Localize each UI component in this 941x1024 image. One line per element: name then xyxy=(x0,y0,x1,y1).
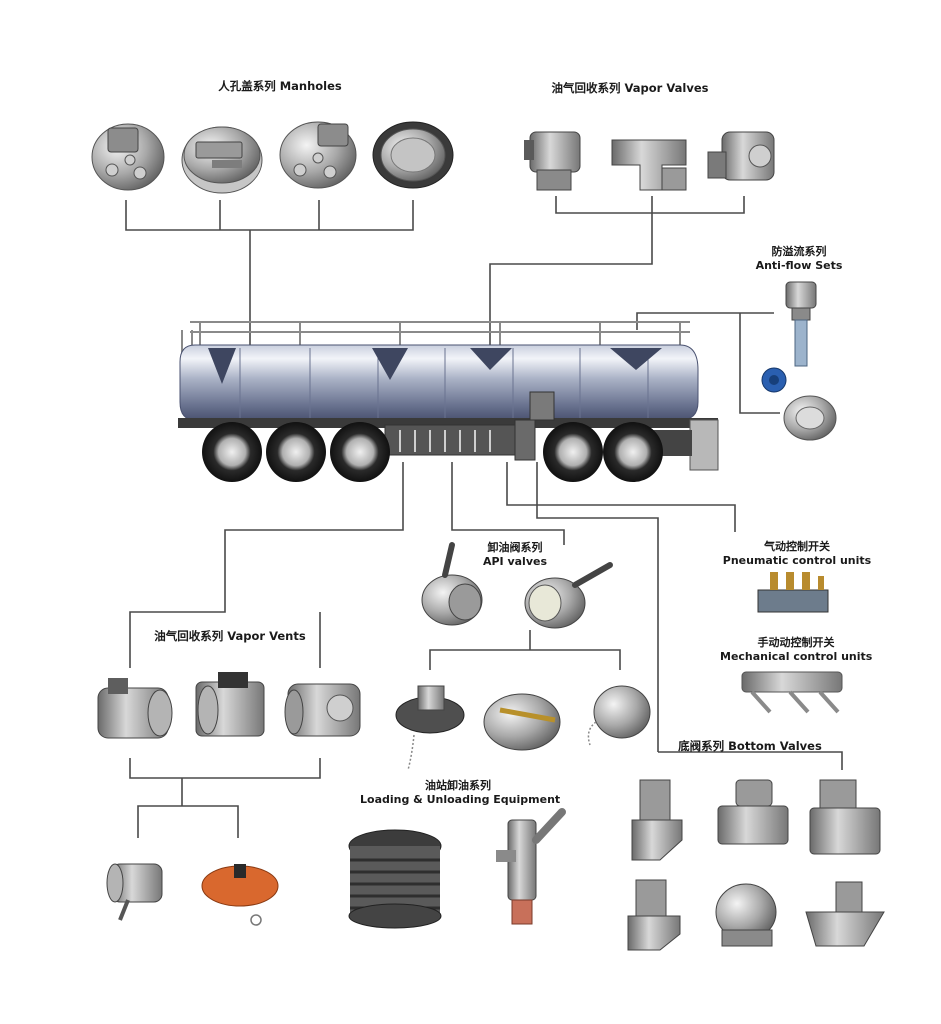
wheel-4 xyxy=(543,422,603,482)
manhole-4 xyxy=(372,121,454,189)
connector-lines xyxy=(125,196,843,838)
dust-cap xyxy=(483,693,561,751)
bottom-valve-4 xyxy=(627,879,681,951)
vapor-valves-label: 油气回收系列 Vapor Valves xyxy=(551,81,709,95)
gravity-drop-adapter xyxy=(496,808,566,925)
bottom-valves-label: 底阀系列 Bottom Valves xyxy=(678,739,822,753)
vapor-valve-1 xyxy=(524,131,581,191)
wheel-3 xyxy=(330,422,390,482)
api-valve-1 xyxy=(421,542,483,626)
wheel-2 xyxy=(266,422,326,482)
pneumatic-control-unit xyxy=(757,572,829,613)
vapor-vent-1 xyxy=(97,678,173,739)
vapor-vent-3 xyxy=(284,683,361,737)
manholes-label: 人孔盖系列 Manholes xyxy=(218,79,342,93)
api-valves-label: 卸油阀系列 API valves xyxy=(460,541,570,569)
pneumatic-label-en: Pneumatic control units xyxy=(722,553,872,567)
anti-flow-label: 防溢流系列 Anti-flow Sets xyxy=(744,245,854,273)
api-valves-label-en: API valves xyxy=(482,554,548,568)
mechanical-label-cn: 手动动控制开关 xyxy=(757,636,835,649)
vapor-vent-2 xyxy=(195,672,265,737)
wheel-5 xyxy=(603,422,663,482)
bottom-valve-2 xyxy=(717,779,789,845)
loading-label-cn: 油站卸油系列 xyxy=(425,779,491,792)
anti-flow-label-en: Anti-flow Sets xyxy=(755,258,843,272)
vent-coupler xyxy=(106,863,163,921)
loading-label: 油站卸油系列 Loading & Unloading Equipment xyxy=(360,779,561,807)
bottom-valve-6 xyxy=(805,881,885,947)
api-adapter xyxy=(395,685,465,771)
vapor-valve-2 xyxy=(611,139,687,191)
anti-flow-sensor xyxy=(785,281,817,367)
tanker-truck xyxy=(178,321,719,482)
pneumatic-label-cn: 气动控制开关 xyxy=(764,540,830,553)
bottom-valve-1 xyxy=(631,779,683,861)
anti-flow-label-cn: 防溢流系列 xyxy=(771,245,827,258)
anti-flow-socket xyxy=(783,395,837,441)
vapor-valve-3 xyxy=(707,131,775,181)
loading-label-en: Loading & Unloading Equipment xyxy=(360,792,561,806)
vent-cap-orange xyxy=(201,864,279,926)
api-valves-label-cn: 卸油阀系列 xyxy=(487,541,543,554)
bottom-valve-3 xyxy=(809,779,881,855)
mechanical-label-en: Mechanical control units xyxy=(720,649,873,663)
manhole-3 xyxy=(279,121,357,189)
anti-flow-cap xyxy=(761,367,787,393)
api-valve-2 xyxy=(524,562,613,629)
hinged-cap xyxy=(587,685,651,746)
manhole-2 xyxy=(181,126,263,194)
mechanical-label: 手动动控制开关 Mechanical control units xyxy=(720,636,872,664)
mechanical-control-unit xyxy=(741,671,843,714)
vapor-vents-label: 油气回收系列 Vapor Vents xyxy=(154,629,306,643)
pneumatic-label: 气动控制开关 Pneumatic control units xyxy=(722,540,872,568)
manhole-1 xyxy=(91,123,165,191)
bottom-valve-5 xyxy=(715,883,777,947)
hose-bellows xyxy=(348,829,442,929)
wheel-1 xyxy=(202,422,262,482)
